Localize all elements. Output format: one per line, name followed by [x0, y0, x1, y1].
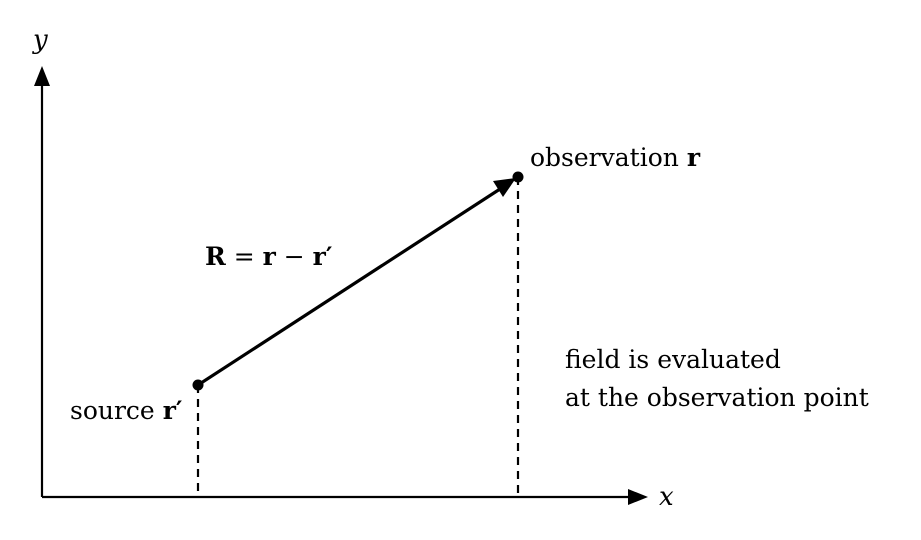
- y-axis-arrow-icon: [34, 66, 50, 86]
- x-axis-arrow-icon: [628, 489, 648, 505]
- source-label-text: source: [70, 396, 155, 425]
- observation-symbol: r: [687, 143, 701, 172]
- x-axis-label: x: [659, 482, 674, 512]
- vector-minus: −: [284, 242, 305, 271]
- vector-r: r: [263, 242, 277, 271]
- y-axis-label: y: [32, 25, 48, 55]
- note-line-1: field is evaluated: [565, 345, 781, 374]
- source-point: [192, 379, 204, 391]
- vector-r-arrowhead-icon: [493, 178, 516, 197]
- observation-label-text: observation: [530, 143, 679, 172]
- vector-rprime: r′: [313, 242, 333, 271]
- source-symbol: r′: [163, 396, 183, 425]
- vector-r-arrow: [197, 187, 501, 387]
- note-line-2: at the observation point: [565, 383, 869, 412]
- source-label: source r′: [70, 396, 182, 425]
- vector-equals: =: [234, 242, 255, 271]
- observation-label: observation r: [530, 143, 701, 172]
- observation-point: [512, 171, 524, 183]
- vector-lhs: R: [205, 242, 226, 271]
- vector-equation: R = r − r′: [205, 242, 332, 271]
